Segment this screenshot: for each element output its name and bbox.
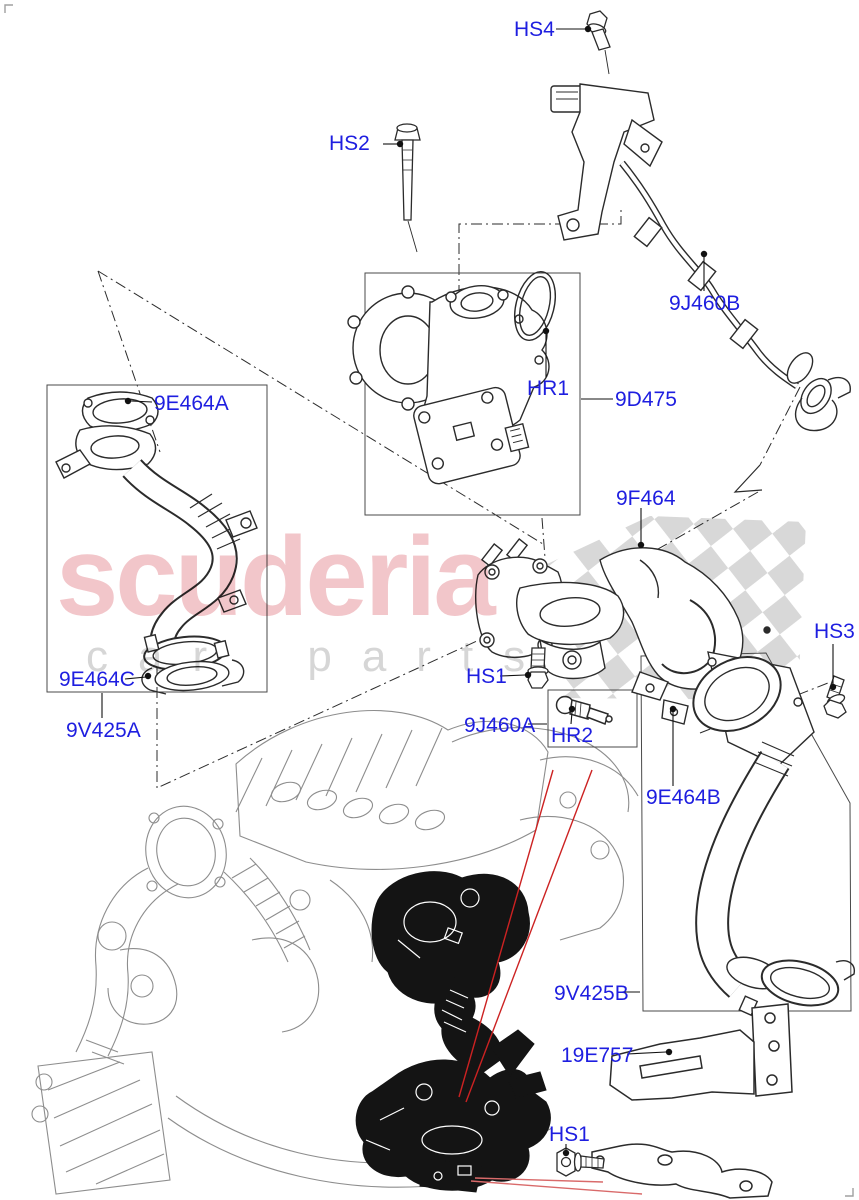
- callout-hs1-egr[interactable]: HS1: [466, 665, 507, 688]
- engine-assembly: [31, 709, 639, 1195]
- callout-dots: [124, 25, 837, 1157]
- detail-box-9j460a: [547, 689, 638, 748]
- detail-box-9d475: [364, 272, 581, 516]
- bolt-hs4: [586, 10, 611, 51]
- corner-marks: [4, 4, 854, 1197]
- bolt-hs3: [823, 675, 847, 719]
- callout-9f464[interactable]: 9F464: [616, 487, 676, 510]
- callout-hr1[interactable]: HR1: [527, 377, 570, 400]
- callout-9v425a[interactable]: 9V425A: [66, 719, 141, 742]
- callout-9j460b[interactable]: 9J460B: [669, 292, 741, 315]
- part-9j460b-tube-bracket: [550, 49, 851, 432]
- red-pointer-lines: [458, 769, 643, 1195]
- detail-boxes: [46, 272, 852, 1012]
- callout-hs1-bracket[interactable]: HS1: [549, 1123, 590, 1146]
- callout-hr2[interactable]: HR2: [551, 724, 594, 747]
- detail-box-9e464b: [640, 652, 852, 1012]
- callout-9e464c[interactable]: 9E464C: [59, 668, 135, 691]
- part-9v425a-egr-pipe: [55, 391, 258, 695]
- callout-hs4[interactable]: HS4: [514, 18, 555, 41]
- part-9d475-turbocharger: [347, 271, 556, 485]
- oring-hr1: [514, 271, 556, 341]
- highlighted-egr-assembly: [355, 871, 551, 1193]
- callout-9d475[interactable]: 9D475: [615, 388, 677, 411]
- part-9f464-egr-valve: [475, 538, 771, 701]
- bracket-19e757: [591, 1003, 793, 1199]
- callout-9j460a[interactable]: 9J460A: [464, 714, 536, 737]
- callout-19e757[interactable]: 19E757: [561, 1044, 634, 1067]
- callout-hs3[interactable]: HS3: [814, 620, 855, 643]
- sensor-9j460a-hr2: [555, 695, 613, 725]
- callout-9e464b[interactable]: 9E464B: [646, 786, 721, 809]
- callout-9e464a[interactable]: 9E464A: [154, 392, 229, 415]
- callout-hs2[interactable]: HS2: [329, 132, 370, 155]
- callout-9v425b[interactable]: 9V425B: [554, 982, 629, 1005]
- bolt-hs2: [394, 123, 421, 253]
- callout-leader-lines: [101, 28, 834, 1150]
- bolt-hs1-egr: [527, 647, 549, 689]
- part-9e464b-pipe: [661, 651, 855, 1017]
